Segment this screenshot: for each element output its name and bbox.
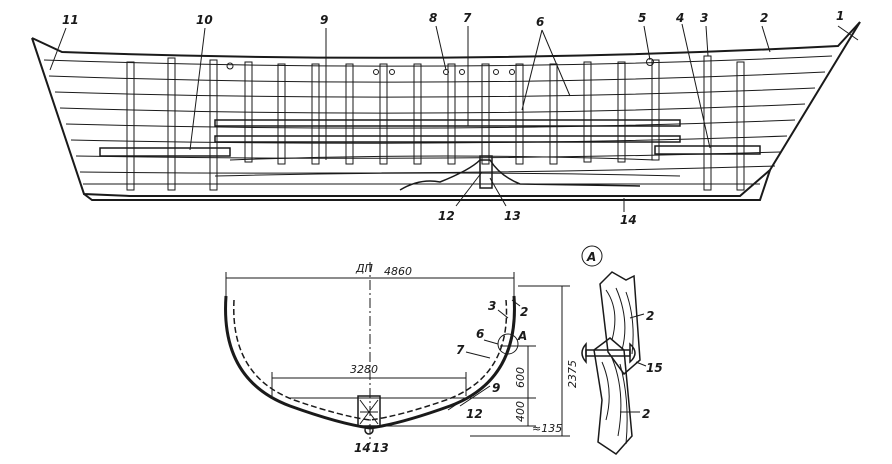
cs-label-9: 9 — [492, 381, 500, 395]
label-11: 11 — [62, 13, 79, 27]
detail-label-2-bottom: 2 — [642, 407, 650, 421]
label-8: 8 — [429, 11, 437, 25]
detail-label-15: 15 — [646, 361, 663, 375]
detail-label-2-top: 2 — [646, 309, 654, 323]
label-13: 13 — [504, 209, 521, 223]
sheer-line — [31, 21, 861, 59]
detail-marker: A — [586, 250, 596, 264]
cs-label-12: 12 — [466, 407, 483, 421]
label-12: 12 — [438, 209, 455, 223]
floor-timbers — [399, 159, 641, 191]
dim-height-600: 600 — [514, 367, 527, 388]
dim-height-400: 400 — [514, 401, 527, 422]
centerline-label: ДП — [355, 262, 373, 275]
dim-width-top: 4860 — [384, 265, 412, 278]
keelson-post — [479, 155, 493, 189]
label-4: 4 — [675, 11, 684, 25]
detail-a-label: A — [517, 329, 527, 343]
thwart-left — [99, 147, 231, 157]
keel-line — [83, 169, 771, 201]
cs-label-7: 7 — [456, 343, 465, 357]
plank-upper — [599, 271, 641, 376]
hull-profile — [31, 21, 861, 197]
label-2: 2 — [760, 11, 768, 25]
cs-label-2: 2 — [520, 305, 528, 319]
keel-bolt — [364, 425, 374, 435]
plank-lower — [593, 337, 633, 455]
side-view: 1 2 3 4 5 6 7 8 9 10 11 12 13 14 — [31, 9, 861, 227]
leader-lines — [49, 23, 859, 212]
dim-height-total: 2375 — [566, 360, 579, 388]
detail-a: A 2 15 2 — [581, 245, 663, 455]
label-5: 5 — [638, 11, 646, 25]
hull-shell-outer — [224, 295, 516, 430]
stringers — [214, 119, 681, 177]
dim-keel: ≈135 — [532, 422, 562, 435]
cross-section: ДП 4860 3280 A 2375 600 400 ≈135 — [224, 262, 579, 455]
cs-label-6: 6 — [476, 327, 484, 341]
label-3: 3 — [700, 11, 708, 25]
label-6: 6 — [536, 15, 544, 29]
label-10: 10 — [196, 13, 213, 27]
thwart-right — [654, 145, 761, 155]
cs-label-13: 13 — [372, 441, 389, 455]
label-14: 14 — [620, 213, 637, 227]
dim-width-mid: 3280 — [350, 363, 378, 376]
frames — [126, 55, 745, 191]
label-9: 9 — [320, 13, 328, 27]
bolt-holes — [226, 58, 654, 75]
label-7: 7 — [463, 11, 472, 25]
cs-label-14: 14 — [354, 441, 371, 455]
label-1: 1 — [836, 9, 844, 23]
detail-marker-circle — [581, 245, 603, 267]
cs-label-3: 3 — [488, 299, 496, 313]
